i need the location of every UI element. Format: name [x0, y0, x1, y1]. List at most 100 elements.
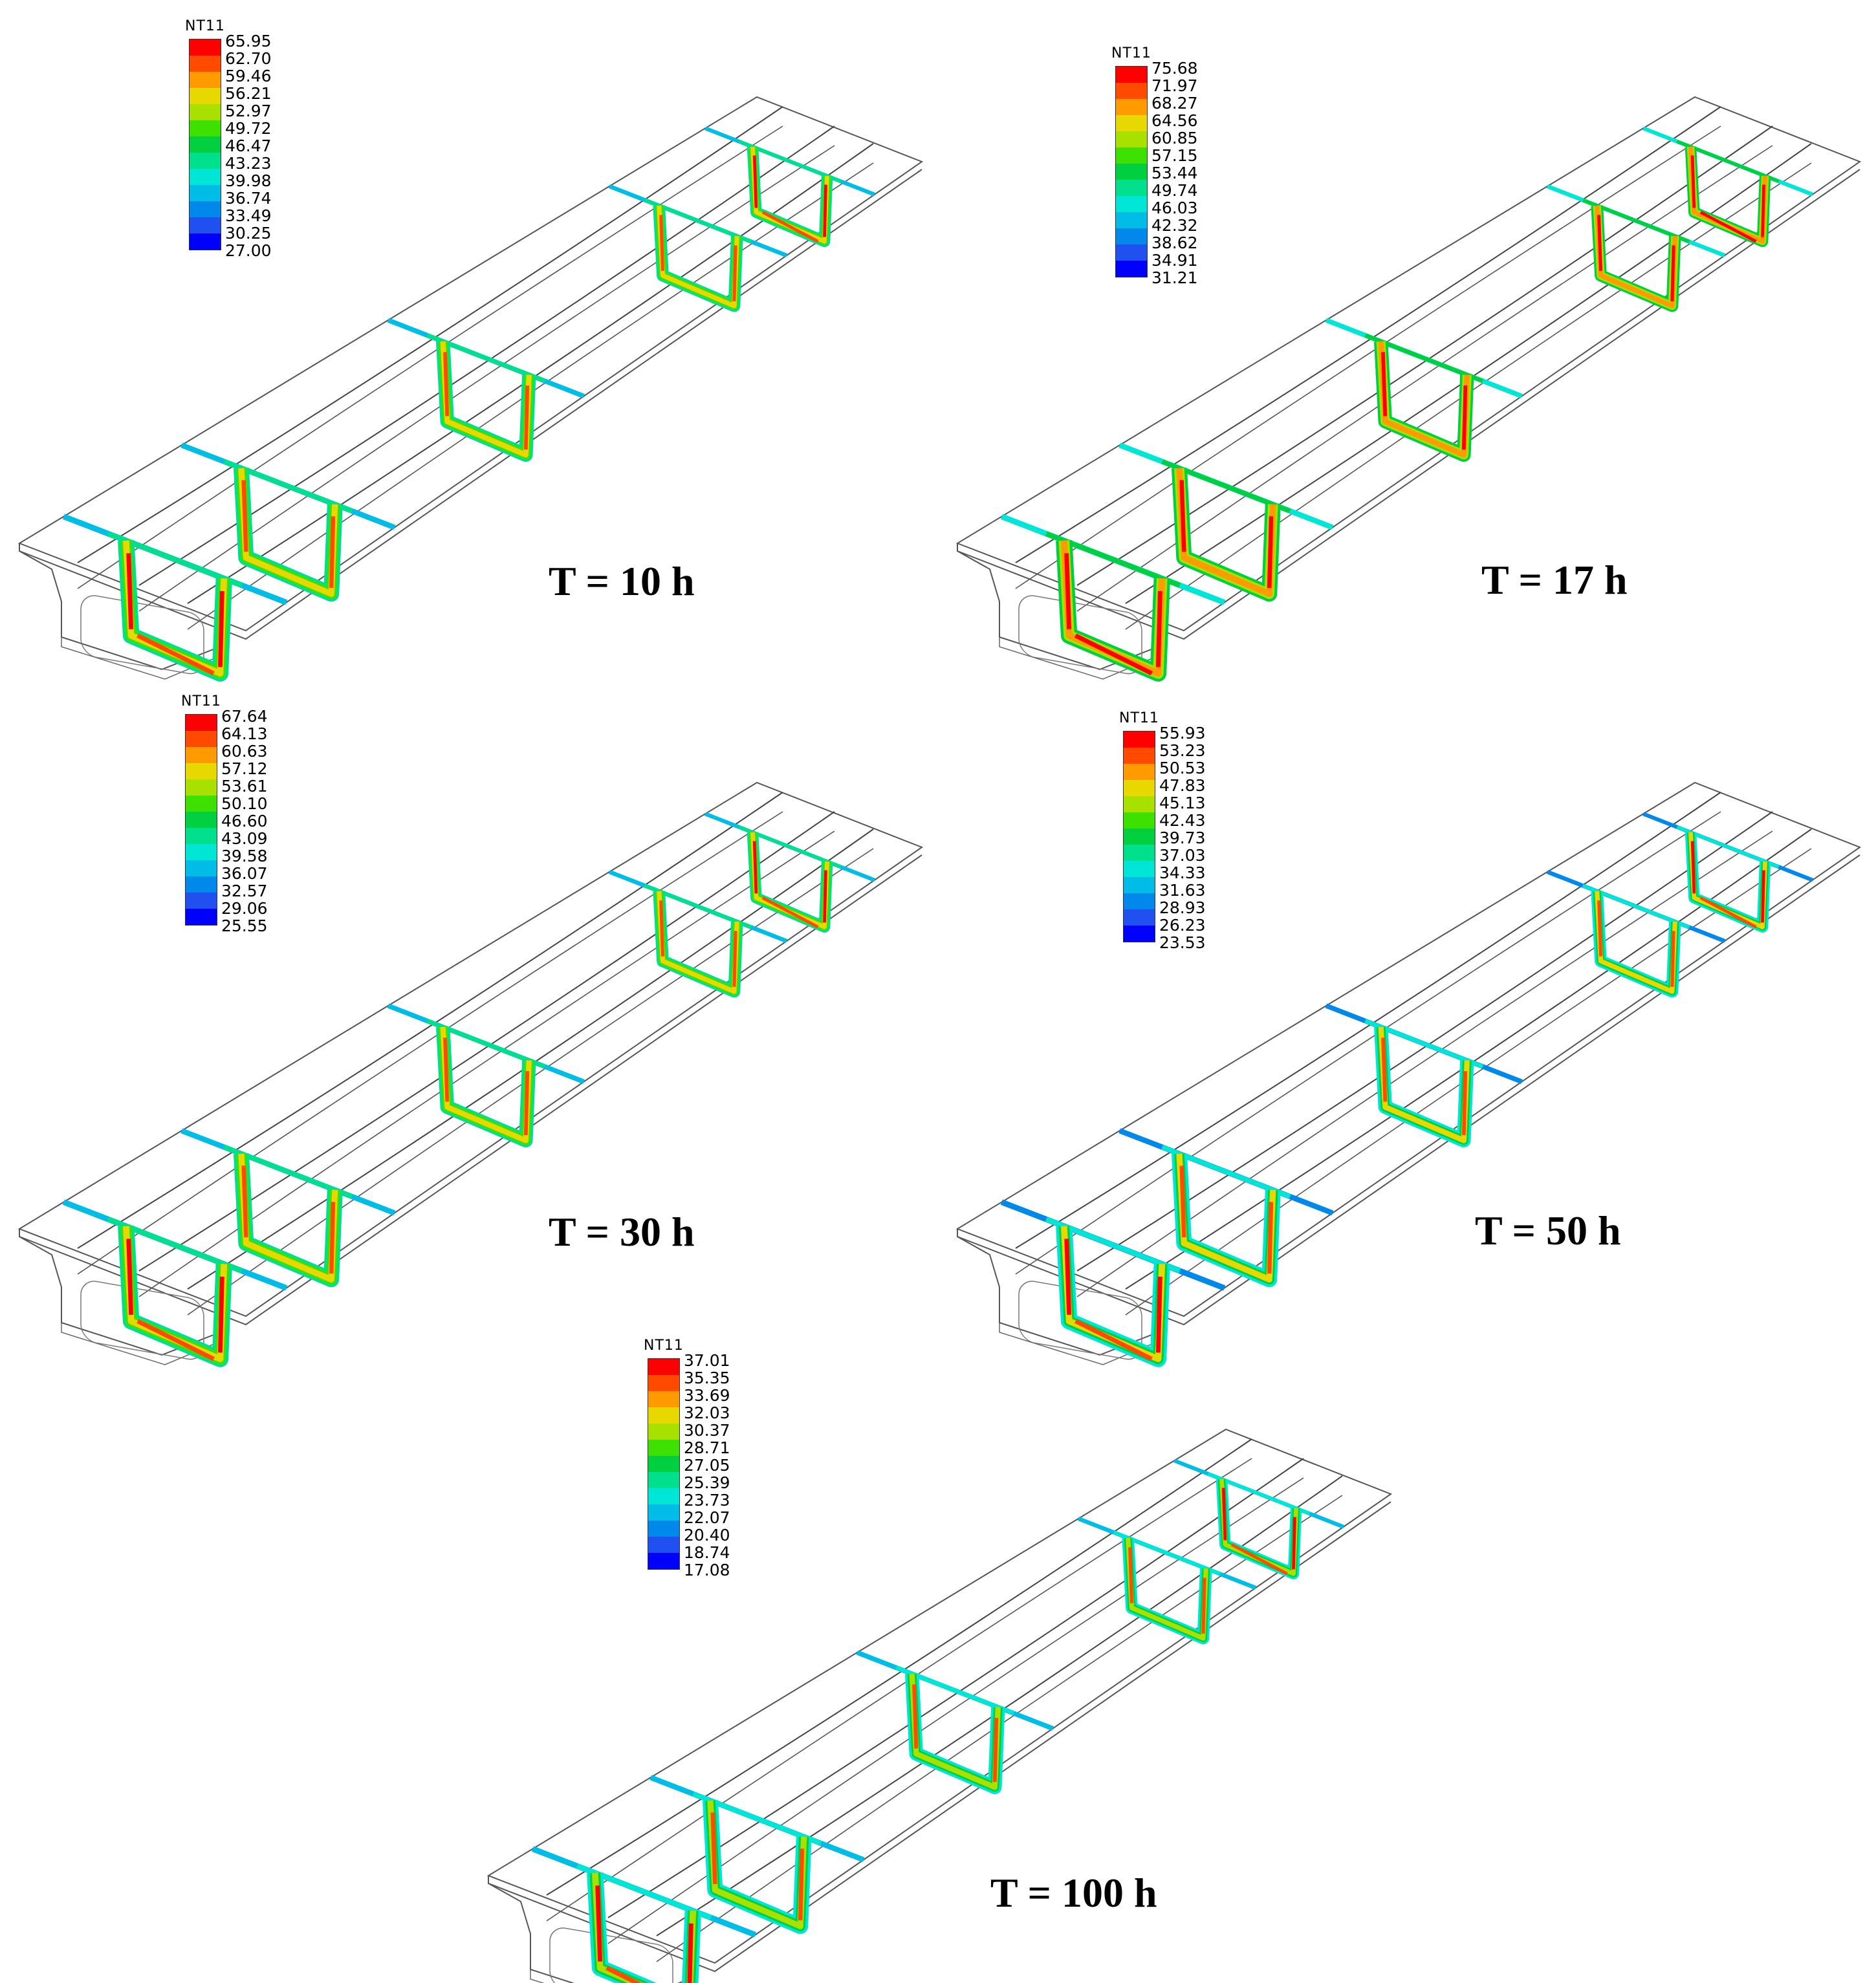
web-hot-core — [1221, 1488, 1227, 1541]
bottom-flange-line — [1015, 125, 1721, 589]
diaphragm-section — [1118, 442, 1334, 602]
slab-hot-core — [761, 896, 819, 929]
legend-swatch — [190, 120, 221, 136]
time-label-t17: T = 17 h — [1481, 557, 1628, 603]
diaphragm-section — [704, 812, 875, 933]
legend-swatch — [186, 747, 217, 763]
legend-color-bar — [648, 1358, 680, 1570]
legend-swatch — [1124, 748, 1155, 764]
web-hot-core — [659, 215, 664, 271]
legend-swatch — [648, 1440, 679, 1456]
web-hot-core — [443, 352, 450, 417]
legend-swatch — [1124, 812, 1155, 829]
legend-value: 47.83 — [1159, 776, 1206, 795]
legend-swatch — [186, 860, 217, 876]
web-hot-core — [1179, 1165, 1186, 1238]
legend-value: 28.71 — [684, 1438, 730, 1457]
legend-value: 65.95 — [225, 32, 272, 50]
deck-edge — [19, 854, 922, 1326]
diaphragm-section — [1325, 318, 1523, 462]
legend-value: 46.47 — [225, 136, 272, 155]
web-hot-core — [823, 870, 827, 923]
legend-value: 36.74 — [225, 189, 272, 208]
slab-hot-core — [1699, 896, 1757, 929]
diaphragm-section — [387, 1003, 585, 1148]
bottom-flange-line — [77, 811, 783, 1275]
legend-value: 33.49 — [225, 206, 272, 225]
web-hot-core — [1761, 870, 1765, 923]
legend-color-bar — [185, 714, 217, 926]
legend-swatch — [1116, 228, 1147, 244]
legend-value: 52.97 — [225, 102, 272, 120]
deck-outline — [17, 781, 924, 1317]
legend-value: 34.33 — [1159, 863, 1206, 882]
legend-swatch — [1124, 780, 1155, 796]
legend-value: 45.13 — [1159, 794, 1206, 812]
web-hot-core — [217, 1276, 224, 1353]
legend-title: NT11 — [644, 1338, 684, 1354]
legend-swatch — [1116, 244, 1147, 261]
web-hot-core — [126, 553, 134, 629]
bottom-flange-line — [1015, 811, 1721, 1275]
web-hot-core — [1597, 215, 1602, 271]
end-box-void — [1018, 1281, 1142, 1360]
diaphragm-section — [387, 318, 585, 462]
legend-value: 46.03 — [1151, 199, 1198, 217]
legend-value: 31.21 — [1151, 268, 1198, 287]
legend-value: 32.57 — [221, 882, 268, 900]
diaphragm-section — [180, 442, 396, 602]
legend-swatch — [186, 779, 217, 796]
legend-swatch — [186, 715, 217, 731]
web-hot-core — [1267, 1202, 1274, 1274]
web-hot-core — [710, 1812, 717, 1885]
web-hot-core — [687, 1923, 693, 1983]
deck-edge — [19, 169, 922, 640]
web-hot-core — [217, 591, 224, 667]
legend-value: 43.09 — [221, 829, 268, 848]
web-hot-core — [1690, 841, 1696, 894]
web-hot-core — [823, 184, 827, 237]
slab-hot-core — [1230, 1543, 1288, 1576]
slab-hot-core — [136, 1319, 215, 1361]
legend-value: 27.00 — [225, 241, 272, 260]
legend-swatch — [1124, 731, 1155, 748]
legend-value: 42.32 — [1151, 216, 1198, 235]
bridge-model-t50 — [955, 781, 1862, 1367]
web-hot-core — [329, 1202, 336, 1274]
legend-swatch — [648, 1456, 679, 1472]
legend-swatch — [648, 1391, 679, 1407]
legend-swatch — [1124, 893, 1155, 909]
legend-value: 71.97 — [1151, 76, 1198, 95]
legend-swatch — [186, 909, 217, 925]
legend-value: 39.98 — [225, 171, 272, 190]
legend-swatch — [1124, 829, 1155, 845]
diaphragm-section — [1000, 1199, 1226, 1367]
legend-value: 26.23 — [1159, 916, 1206, 935]
legend-swatch — [1124, 926, 1155, 942]
end-box-void — [1018, 595, 1142, 675]
web-hot-core — [1064, 1239, 1072, 1315]
web-hot-core — [1461, 1071, 1468, 1136]
web-hot-core — [1292, 1517, 1296, 1570]
legend-value: 60.85 — [1151, 129, 1198, 147]
slab-hot-core — [1074, 1319, 1153, 1361]
time-label-t30: T = 30 h — [549, 1209, 695, 1255]
diaphragm-section — [1173, 1458, 1344, 1580]
legend-value: 37.03 — [1159, 846, 1206, 865]
legend-swatch — [1124, 877, 1155, 893]
legend-value: 57.12 — [221, 759, 268, 778]
legend-value: 23.73 — [684, 1491, 730, 1510]
legend-swatch — [186, 763, 217, 779]
web-line — [77, 792, 783, 1249]
end-section-outline — [957, 1229, 1165, 1356]
web-hot-core — [1128, 1547, 1133, 1603]
legend-color-bar — [189, 39, 221, 250]
legend-title: NT11 — [185, 18, 225, 34]
legend-value: 67.64 — [221, 707, 268, 726]
web-hot-core — [732, 931, 737, 987]
girder-wireframe — [17, 96, 924, 680]
web-hot-core — [1670, 931, 1675, 987]
web-hot-core — [1155, 591, 1162, 667]
